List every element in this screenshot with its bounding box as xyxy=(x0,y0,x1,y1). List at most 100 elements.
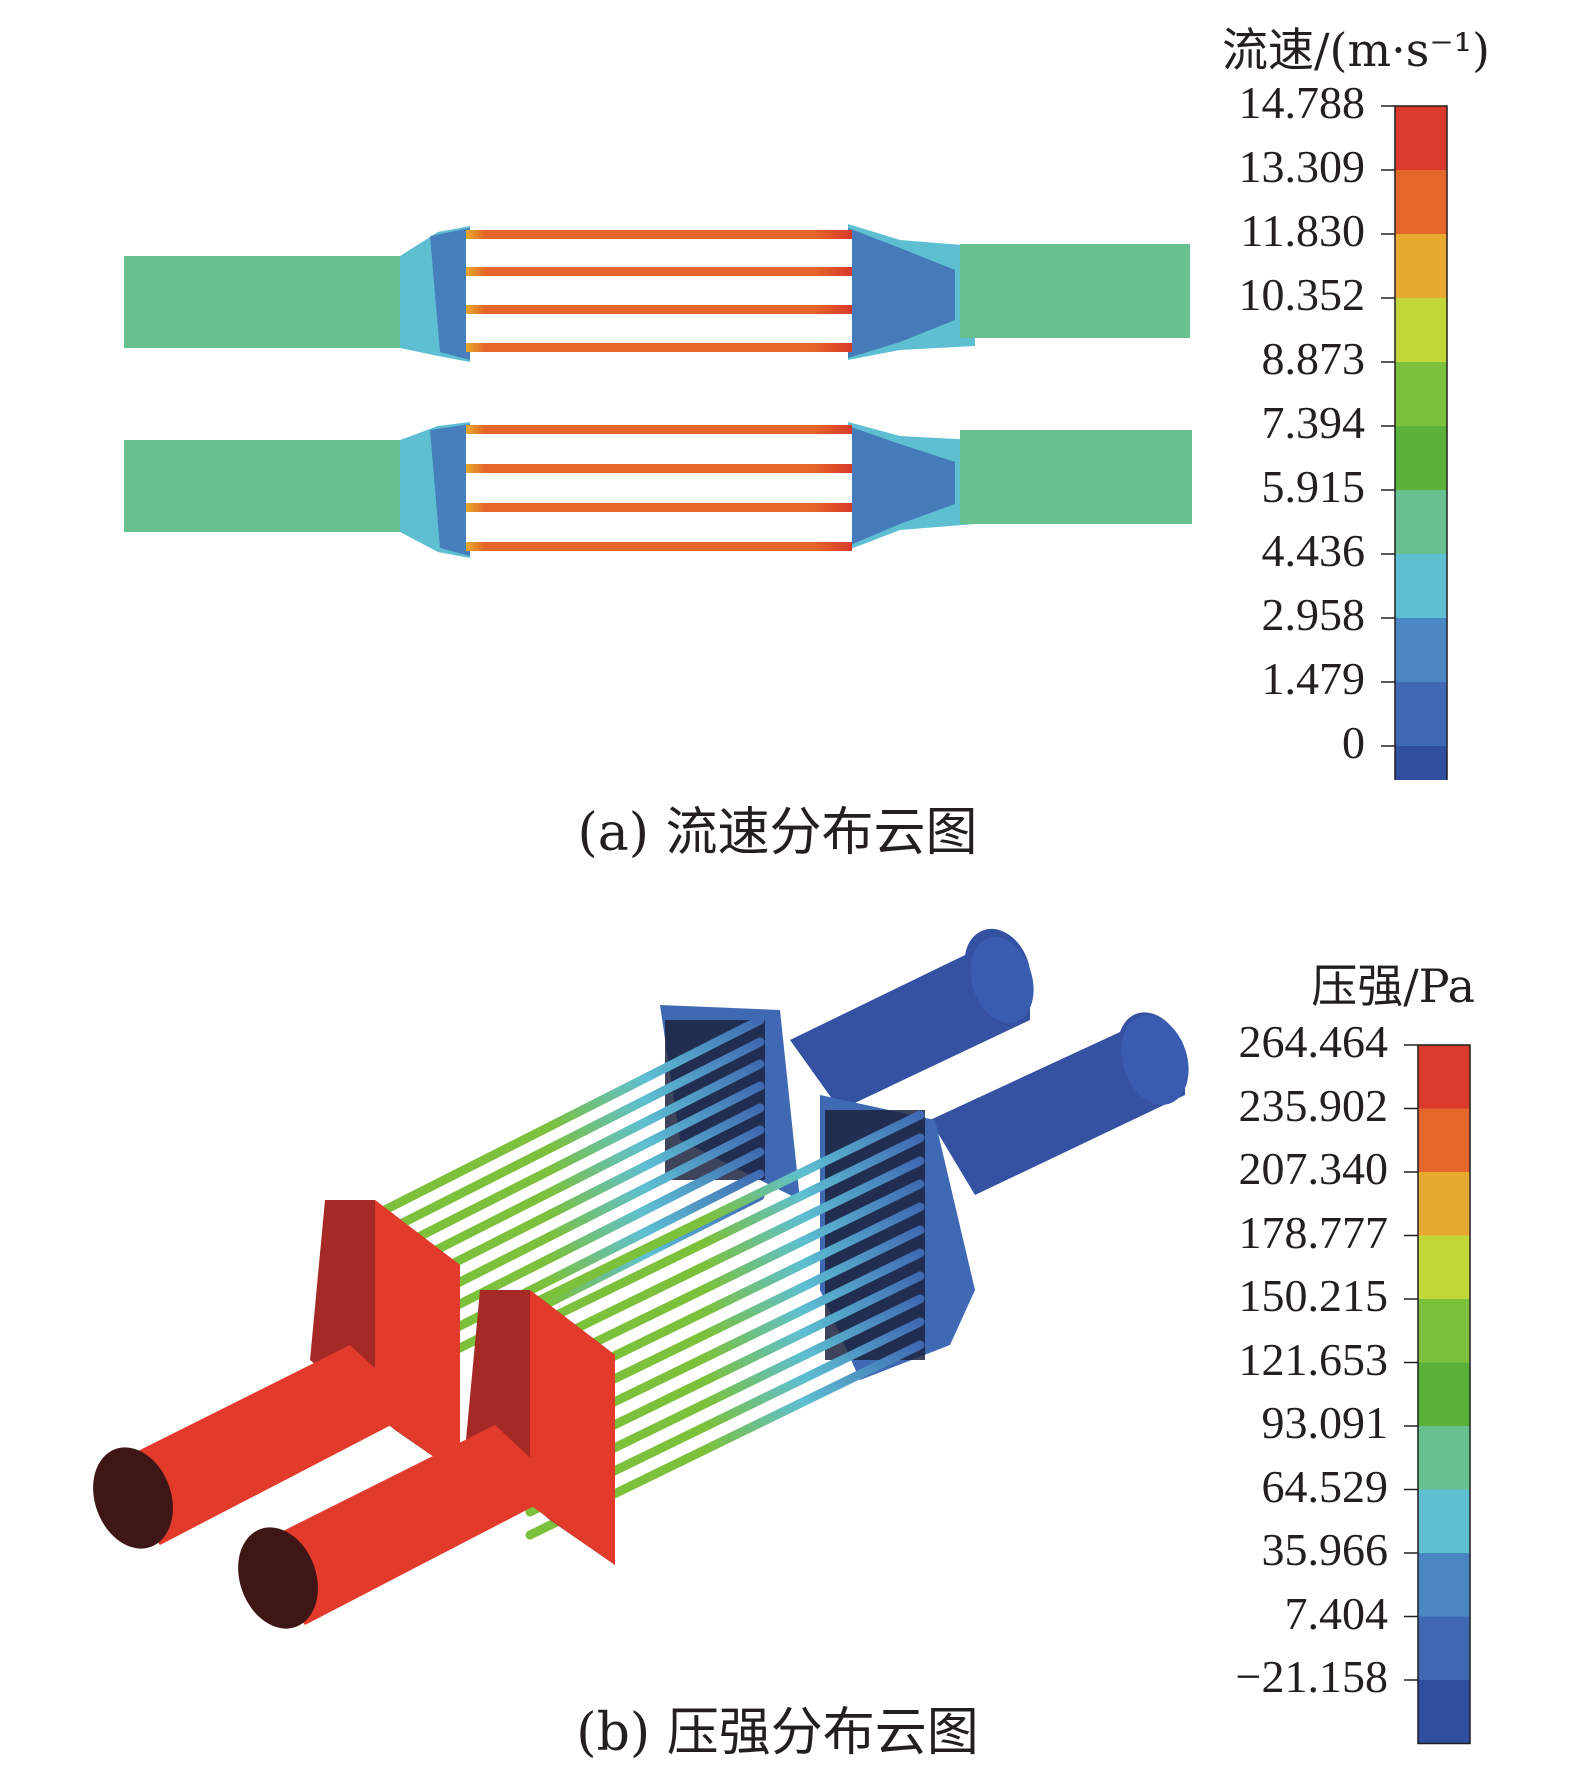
color-scale-band xyxy=(1418,1045,1470,1109)
tick-label: 14.788 xyxy=(1238,77,1366,128)
outlet-pipe-end xyxy=(970,937,1034,1023)
inlet-pipe-end xyxy=(238,1527,318,1629)
color-scale-band xyxy=(1395,426,1447,491)
tube xyxy=(466,305,852,314)
tube xyxy=(466,503,852,512)
tick-label: 35.966 xyxy=(1261,1524,1389,1575)
tick-label: 4.436 xyxy=(1261,525,1366,576)
tick-label: 11.830 xyxy=(1240,205,1365,256)
inlet-pipe xyxy=(124,440,424,532)
tube xyxy=(370,1169,765,1374)
outlet-pipe xyxy=(960,244,1190,338)
outlet-pipe xyxy=(960,430,1192,524)
color-scale-frame xyxy=(1417,1044,1471,1745)
tick-label: 0 xyxy=(1342,717,1365,768)
velocity-legend-title: 流速/(m·s⁻¹) xyxy=(1222,23,1490,77)
tube xyxy=(370,1147,765,1352)
tube xyxy=(466,464,852,473)
inlet-header xyxy=(375,1200,460,1475)
tick-label: 7.404 xyxy=(1284,1587,1389,1639)
tube xyxy=(370,1103,765,1308)
tick-label: 235.902 xyxy=(1238,1079,1389,1131)
pressure-legend-title: 压强/Pa xyxy=(1311,959,1475,1013)
tick-label: 10.352 xyxy=(1238,269,1366,320)
tube xyxy=(370,1125,765,1330)
color-scale-band xyxy=(1418,1553,1470,1617)
tube xyxy=(525,1248,925,1448)
pressure-caption: (b) 压强分布云图 xyxy=(576,1703,979,1763)
inlet-header xyxy=(465,1290,615,1565)
tick-label: 121.653 xyxy=(1238,1333,1389,1385)
tube xyxy=(525,1156,925,1356)
tick-label: 207.340 xyxy=(1238,1143,1389,1194)
color-scale-band xyxy=(1395,298,1447,363)
tube xyxy=(370,1037,765,1242)
outlet-pipe xyxy=(790,928,1031,1110)
inlet-pipe-end xyxy=(93,1447,173,1549)
velocity-color-scale xyxy=(1381,105,1448,780)
tick-label: 150.215 xyxy=(1238,1270,1389,1321)
color-scale-band xyxy=(1395,106,1447,171)
tube xyxy=(525,1271,925,1471)
color-scale-band xyxy=(1395,362,1447,427)
tick-label: 93.091 xyxy=(1261,1397,1389,1448)
color-scale-band xyxy=(1418,1426,1470,1490)
tube xyxy=(466,267,852,276)
tube xyxy=(370,1059,765,1264)
inlet-header xyxy=(530,1290,615,1565)
color-scale-band xyxy=(1395,618,1447,683)
color-scale-band xyxy=(1418,1616,1470,1681)
color-scale-band xyxy=(1418,1235,1470,1300)
tube xyxy=(466,425,852,434)
pressure-inlet-side xyxy=(93,1200,615,1629)
color-scale-band xyxy=(1395,490,1447,555)
color-scale-band xyxy=(1395,682,1447,747)
velocity-contour-figure xyxy=(124,105,1448,780)
tick-label: 2.958 xyxy=(1261,589,1366,640)
tube xyxy=(466,230,852,239)
tick-label: 64.529 xyxy=(1261,1460,1389,1512)
outlet-header xyxy=(660,1005,800,1200)
tick-label: 8.873 xyxy=(1261,333,1366,384)
tube xyxy=(525,1179,925,1379)
pressure-tube-bundle xyxy=(370,1015,925,1540)
inlet-pipe xyxy=(124,256,424,348)
outlet-pipe xyxy=(930,1012,1186,1195)
tube xyxy=(525,1133,925,1333)
tick-label: 13.309 xyxy=(1238,141,1366,192)
tube xyxy=(370,1081,765,1286)
tube xyxy=(370,1191,765,1396)
tube xyxy=(525,1317,925,1517)
color-scale-band xyxy=(1395,746,1447,780)
inlet-pipe xyxy=(100,1345,420,1545)
outlet-header xyxy=(820,1095,975,1380)
tube xyxy=(466,343,852,352)
tick-label: 178.777 xyxy=(1238,1206,1389,1258)
pressure-color-scale xyxy=(1404,1044,1471,1745)
color-scale-band xyxy=(1418,1362,1470,1427)
inlet-pipe xyxy=(245,1425,565,1625)
velocity-unit-lower xyxy=(124,422,1192,558)
color-scale-frame xyxy=(1394,105,1448,780)
color-scale-band xyxy=(1395,234,1447,299)
tube xyxy=(525,1294,925,1494)
velocity-unit-upper xyxy=(124,224,1190,362)
tick-label: 1.479 xyxy=(1261,653,1366,704)
tube xyxy=(466,542,852,551)
color-scale-band xyxy=(1395,170,1447,235)
tube xyxy=(525,1110,925,1310)
tube xyxy=(525,1225,925,1425)
tick-label: 5.915 xyxy=(1261,461,1366,512)
velocity-caption: (a) 流速分布云图 xyxy=(577,803,978,863)
color-scale-band xyxy=(1418,1108,1470,1173)
tick-label: 264.464 xyxy=(1238,1016,1389,1067)
tube xyxy=(525,1340,925,1540)
color-scale-band xyxy=(1395,554,1447,619)
tube xyxy=(525,1202,925,1402)
tube xyxy=(370,1015,765,1220)
pressure-outlet-side xyxy=(660,928,1189,1380)
tick-label: 7.394 xyxy=(1261,397,1366,448)
color-scale-band xyxy=(1418,1489,1470,1554)
color-scale-band xyxy=(1418,1172,1470,1236)
inlet-header xyxy=(310,1200,460,1475)
